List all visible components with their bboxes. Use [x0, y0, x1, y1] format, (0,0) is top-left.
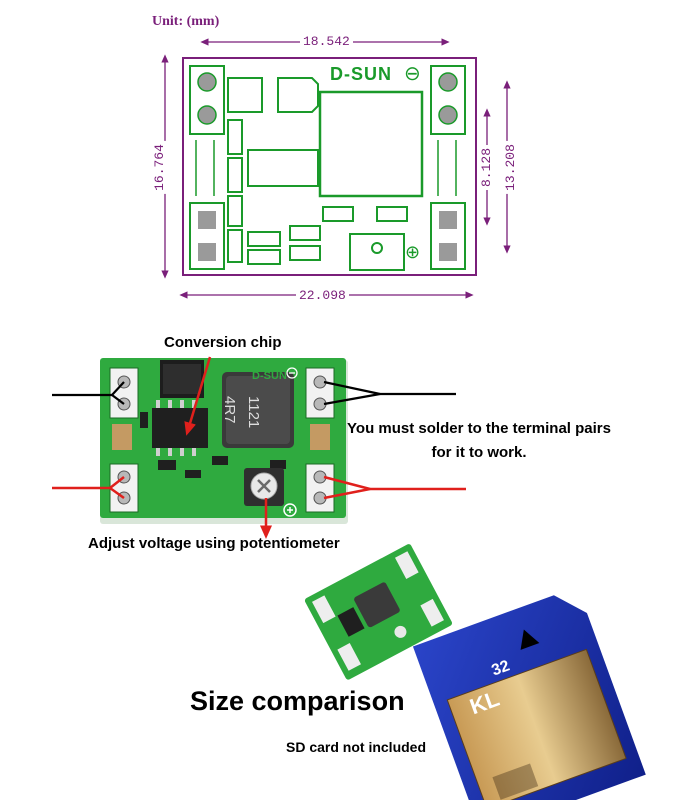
sd-card: [412, 595, 646, 800]
terminal-bottom-left: [189, 202, 225, 270]
dim-bottom-value: 22.098: [296, 288, 349, 303]
inductor-code-1: 4R7: [221, 396, 238, 424]
pot-footprint-hole: [371, 242, 383, 254]
terminal-top-left: [189, 65, 225, 135]
inductor-code-2: 1121: [245, 396, 262, 429]
small-module-photo: [304, 544, 452, 680]
wires-red: [52, 356, 466, 539]
wires-black: [52, 380, 456, 406]
unit-label: Unit: (mm): [152, 14, 220, 29]
dim-right-outer-value: 13.208: [502, 141, 518, 194]
board-outline: [182, 57, 477, 276]
size-comparison-title: Size comparison: [190, 686, 405, 716]
dim-left-value: 16.764: [151, 141, 167, 194]
drawing-brand: D-SUN: [330, 64, 392, 84]
conversion-chip-label: Conversion chip: [164, 334, 282, 351]
footprints: [195, 77, 457, 271]
dim-top-value: 18.542: [300, 34, 353, 49]
sd-card-note: SD card not included: [286, 739, 427, 755]
terminal-top-right: [430, 65, 466, 135]
potentiometer-label: Adjust voltage using potentiometer: [88, 535, 340, 552]
terminal-bottom-right: [430, 202, 466, 270]
minus-icon: ⊖: [404, 63, 421, 85]
photo-brand: D-SUN: [252, 370, 287, 382]
dim-right-inner-value: 8.128: [479, 144, 495, 191]
plus-icon: ⊕: [405, 242, 421, 262]
solder-note: You must solder to the terminal pairs fo…: [347, 420, 611, 461]
module-photo: [100, 358, 348, 524]
